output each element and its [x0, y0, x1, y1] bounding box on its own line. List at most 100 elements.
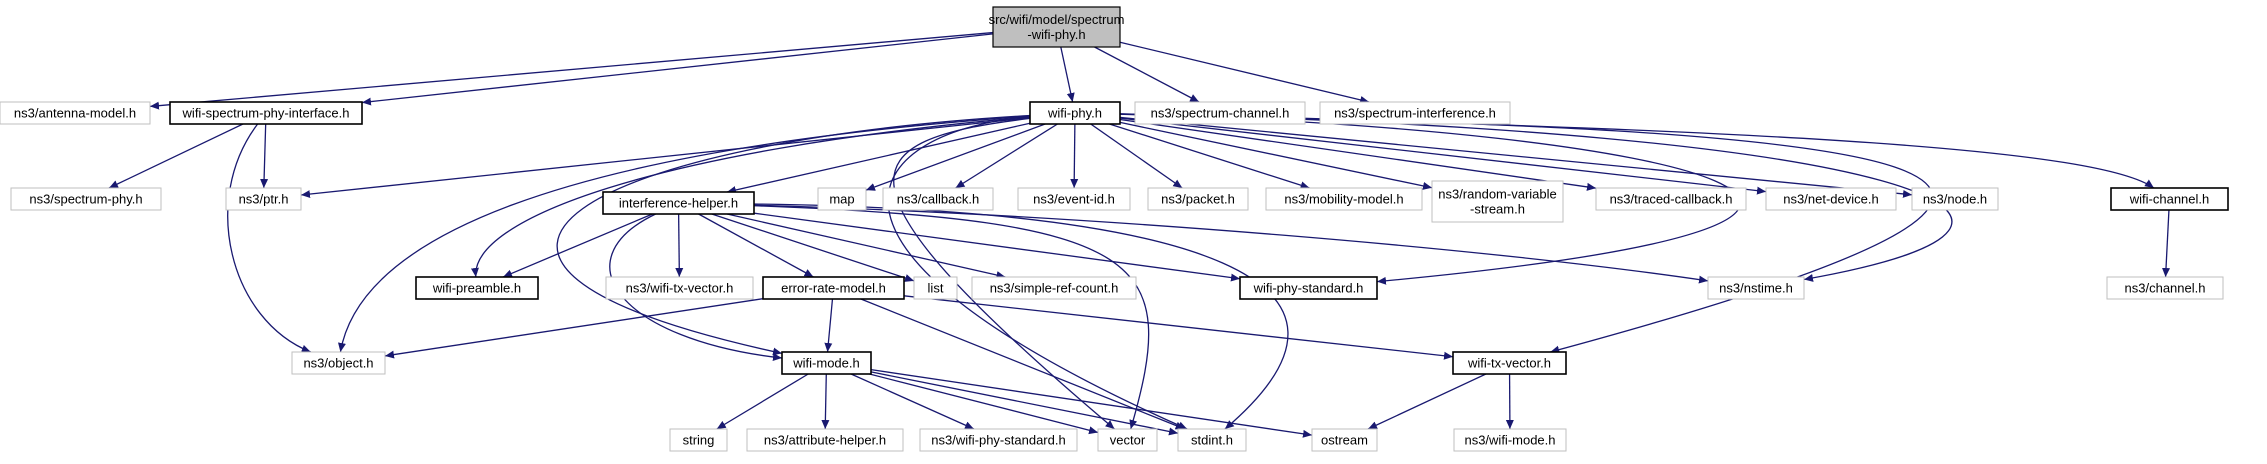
node-wifi-tx-vector-ns3: ns3/wifi-tx-vector.h [605, 276, 754, 300]
node-interference-helper[interactable]: interference-helper.h [602, 191, 755, 215]
node-node: ns3/node.h [1911, 187, 1999, 211]
edge-wifi-phy-to-event-id [1070, 123, 1079, 189]
edge-interference-helper-to-list [711, 213, 915, 282]
node-box [1765, 187, 1897, 211]
edges [108, 31, 2171, 438]
node-label: wifi-tx-vector.h [1467, 356, 1551, 371]
node-vector: vector [1097, 428, 1158, 452]
edge-wifi-phy-to-interference-helper [726, 122, 1031, 194]
node-label: ns3/mobility-model.h [1284, 192, 1403, 207]
node-label: wifi-phy.h [1047, 106, 1102, 121]
edge-error-rate-model-to-stdint [860, 298, 1185, 430]
node-box [605, 276, 754, 300]
node-box [1311, 428, 1378, 452]
node-wifi-preamble[interactable]: wifi-preamble.h [415, 276, 539, 300]
edge-wifi-mode-to-stdint [870, 371, 1179, 436]
node-box [762, 276, 905, 300]
node-wifi-channel[interactable]: wifi-channel.h [2110, 187, 2229, 211]
node-box [1319, 101, 1511, 125]
node-box [781, 351, 872, 375]
node-label: ns3/wifi-mode.h [1464, 433, 1555, 448]
edge-wifi-spectrum-phy-interface-to-ptr [260, 123, 269, 189]
edge-wifi-phy-to-wifi-phy-standard [1119, 113, 1741, 285]
node-nstime: ns3/nstime.h [1707, 276, 1805, 300]
node-wifi-phy[interactable]: wifi-phy.h [1029, 101, 1121, 125]
node-wifi-mode[interactable]: wifi-mode.h [781, 351, 872, 375]
nodes: src/wifi/model/spectrum-wifi-phy.h ns3/an… [0, 6, 2229, 452]
node-wifi-phy-standard-ns3: ns3/wifi-phy-standard.h [919, 428, 1078, 452]
node-channel: ns3/channel.h [2106, 276, 2224, 300]
node-label: wifi-phy-standard.h [1253, 281, 1364, 296]
node-label: ns3/spectrum-phy.h [29, 192, 142, 207]
node-attribute-helper: ns3/attribute-helper.h [746, 428, 904, 452]
node-box [882, 187, 994, 211]
edge-wifi-phy-to-map [865, 123, 1046, 191]
edge-wifi-phy-to-net-device [1119, 117, 1767, 195]
node-box [817, 187, 867, 211]
edge-error-rate-model-to-wifi-mode [824, 298, 834, 353]
edge-wifi-phy-to-wifi-mode [556, 114, 1031, 356]
node-box [913, 276, 958, 300]
node-label: error-rate-model.h [781, 281, 886, 296]
edge-interference-helper-to-stdint [753, 203, 1289, 430]
edge-interference-helper-to-nstime [753, 204, 1709, 284]
node-ptr: ns3/ptr.h [225, 187, 302, 211]
node-box [1134, 101, 1306, 125]
node-label: ns3/event-id.h [1033, 192, 1115, 207]
node-label: string [683, 433, 715, 448]
edge-wifi-phy-to-random-variable-stream [1119, 121, 1433, 190]
node-box [2106, 276, 2224, 300]
node-label: -wifi-phy.h [1027, 27, 1085, 42]
node-ostream: ostream [1311, 428, 1378, 452]
node-box [1595, 187, 1747, 211]
node-box [1097, 428, 1158, 452]
node-label: src/wifi/model/spectrum [989, 12, 1125, 27]
node-wifi-spectrum-phy-interface[interactable]: wifi-spectrum-phy-interface.h [169, 101, 363, 125]
node-label: wifi-mode.h [792, 356, 859, 371]
node-stdint: stdint.h [1177, 428, 1247, 452]
edge-wifi-phy-to-mobility-model [1109, 123, 1310, 190]
edge-error-rate-model-to-object [384, 298, 764, 359]
node-wifi-tx-vector[interactable]: wifi-tx-vector.h [1452, 351, 1567, 375]
edge-wifi-mode-to-ostream [870, 368, 1313, 438]
node-box [1147, 187, 1249, 211]
node-callback: ns3/callback.h [882, 187, 994, 211]
node-antenna-model: ns3/antenna-model.h [0, 101, 151, 125]
node-box [1707, 276, 1805, 300]
edge-wifi-mode-to-wifi-phy-standard-ns3 [850, 373, 975, 430]
node-label: list [928, 281, 944, 296]
edge-spectrum-wifi-phy-to-antenna-model [149, 31, 994, 110]
node-label: map [829, 192, 854, 207]
edge-interference-helper-to-error-rate-model [698, 213, 814, 278]
node-box [1177, 428, 1247, 452]
node-wifi-mode-ns3: ns3/wifi-mode.h [1453, 428, 1567, 452]
node-label: wifi-channel.h [2129, 192, 2210, 207]
node-label: ns3/channel.h [2125, 281, 2206, 296]
edge-wifi-mode-to-attribute-helper [821, 373, 830, 430]
node-label: ns3/simple-ref-count.h [990, 281, 1119, 296]
node-wifi-phy-standard[interactable]: wifi-phy-standard.h [1239, 276, 1378, 300]
node-spectrum-wifi-phy[interactable]: src/wifi/model/spectrum-wifi-phy.h [989, 6, 1125, 48]
node-box [1911, 187, 1999, 211]
node-box [1452, 351, 1567, 375]
node-label: ns3/ptr.h [239, 192, 289, 207]
node-label: wifi-preamble.h [432, 281, 521, 296]
node-error-rate-model[interactable]: error-rate-model.h [762, 276, 905, 300]
node-traced-callback: ns3/traced-callback.h [1595, 187, 1747, 211]
node-spectrum-interference: ns3/spectrum-interference.h [1319, 101, 1511, 125]
node-simple-ref-count: ns3/simple-ref-count.h [971, 276, 1137, 300]
node-label: -stream.h [1470, 202, 1525, 217]
node-box [1239, 276, 1378, 300]
edge-interference-helper-to-wifi-phy-standard [753, 212, 1241, 282]
node-spectrum-phy: ns3/spectrum-phy.h [10, 187, 162, 211]
edge-error-rate-model-to-wifi-tx-vector [903, 295, 1454, 360]
edge-wifi-phy-to-traced-callback [1119, 118, 1597, 191]
node-label: ostream [1321, 433, 1368, 448]
edge-interference-helper-to-wifi-preamble [502, 213, 653, 278]
node-box [971, 276, 1137, 300]
node-box [919, 428, 1078, 452]
edge-spectrum-wifi-phy-to-wifi-phy [1060, 46, 1075, 103]
node-box [746, 428, 904, 452]
node-box [225, 187, 302, 211]
